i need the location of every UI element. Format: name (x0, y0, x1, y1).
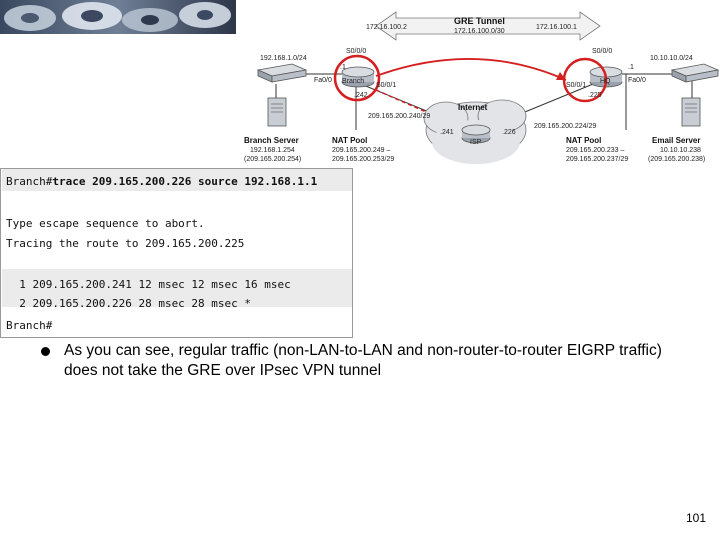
hq-isp-subnet: 209.165.200.224/29 (534, 123, 596, 130)
hq-router-label: HQ (600, 78, 611, 85)
final-prompt-line: Branch# (6, 319, 53, 332)
tunnel-left-ip: 172.16.100.2 (366, 24, 407, 31)
internet-label: Internet (458, 103, 488, 112)
branch-s000-label: S0/0/0 (346, 48, 366, 55)
command-text: trace 209.165.200.226 source 192.168.1.1 (52, 175, 318, 188)
isp-left-ip: .241 (440, 129, 454, 136)
branch-server-title: Branch Server (244, 136, 299, 145)
isp-label: ISP (470, 139, 482, 146)
isp-router-icon (461, 124, 491, 144)
branch-fa00-label: Fa0/0 (314, 77, 332, 84)
tunnel-subnet: 172.16.100.0/30 (454, 28, 505, 35)
hop-2-line: 2 209.165.200.226 28 msec 28 msec * (6, 297, 252, 310)
hops-row-shade (2, 269, 352, 307)
tracing-line: Tracing the route to 209.165.200.225 (6, 237, 245, 250)
branch-nat-line2: 209.165.200.253/29 (332, 156, 394, 163)
hq-lan-label: 10.10.10.0/24 (650, 55, 693, 62)
email-server-title: Email Server (652, 136, 700, 145)
branch-server-icon (267, 97, 287, 127)
page-number: 101 (685, 511, 706, 525)
escape-line: Type escape sequence to abort. (6, 217, 205, 230)
hq-nat-line2: 209.165.200.237/29 (566, 156, 628, 163)
branch-isp-subnet: 209.165.200.240/29 (368, 113, 430, 120)
hq-s000-label: S0/0/0 (592, 48, 612, 55)
tunnel-title: GRE Tunnel (454, 16, 505, 26)
tunnel-right-ip: 172.16.100.1 (536, 24, 577, 31)
email-server-ip2: (209.165.200.238) (648, 156, 705, 163)
command-prompt: Branch# (6, 175, 53, 188)
branch-lan-label: 192.168.1.0/24 (260, 55, 307, 62)
branch-server-ip1: 192.168.1.254 (250, 147, 295, 154)
hq-s001-label: S0/0/1 (566, 82, 586, 89)
branch-server-ip2: (209.165.200.254) (244, 156, 301, 163)
command-row-shade (2, 169, 352, 191)
isp-right-ip: .226 (502, 129, 516, 136)
command-line: Branch#trace 209.165.200.226 source 192.… (6, 175, 317, 188)
hq-nat-line1: 209.165.200.233 – (566, 147, 624, 154)
network-topology-diagram: 172.16.100.2 GRE Tunnel 172.16.100.0/30 … (236, 0, 720, 195)
branch-s001-ip: .242 (354, 92, 368, 99)
hq-s001-ip: .225 (588, 92, 602, 99)
email-server-ip1: 10.10.10.238 (660, 147, 701, 154)
branch-switch-icon (256, 63, 308, 83)
branch-router-label: Branch (342, 78, 364, 85)
branch-router-icon (341, 66, 375, 88)
branch-s001-label: S0/0/1 (376, 82, 396, 89)
hop-1-line: 1 209.165.200.241 12 msec 12 msec 16 mse… (6, 278, 291, 291)
hq-switch-icon (670, 63, 720, 83)
header-banner-image (0, 0, 236, 34)
email-server-icon (681, 97, 701, 127)
hq-fa00-label: Fa0/0 (628, 77, 646, 84)
gre-tunnel-arrow (375, 11, 601, 41)
hq-dot1-label: .1 (628, 64, 634, 71)
hq-nat-title: NAT Pool (566, 136, 601, 145)
terminal-output: Branch#trace 209.165.200.226 source 192.… (0, 168, 353, 338)
branch-nat-line1: 209.165.200.249 – (332, 147, 390, 154)
branch-dot1-label: .1 (340, 64, 346, 71)
bullet-icon (41, 347, 50, 356)
bullet-text: As you can see, regular traffic (non-LAN… (64, 342, 662, 379)
branch-nat-title: NAT Pool (332, 136, 367, 145)
